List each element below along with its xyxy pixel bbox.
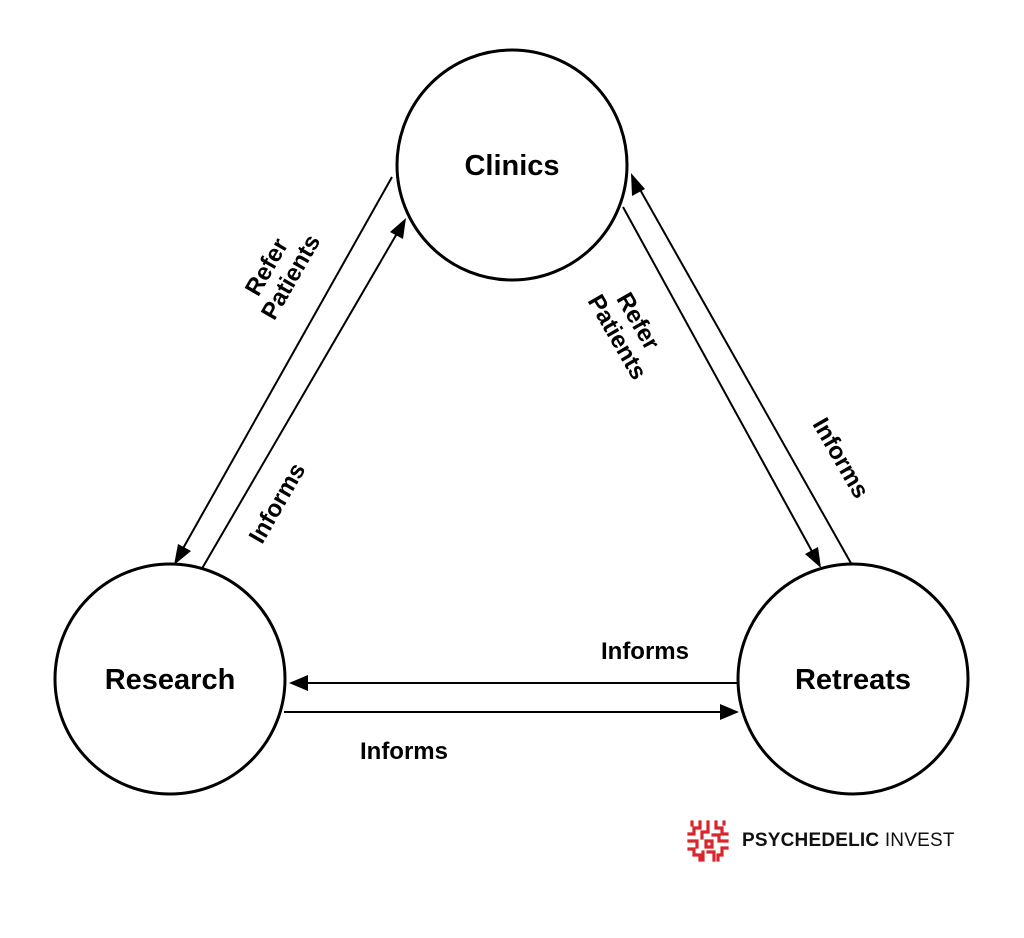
node-label-retreats: Retreats — [795, 664, 911, 696]
node-label-research: Research — [105, 664, 236, 696]
edge-label-refer-patients-left: Refer Patients — [234, 217, 327, 324]
edge-label-informs-bottom: Informs — [360, 738, 448, 765]
edge-clinics-to-retreats — [622, 206, 821, 568]
maze-logo-icon — [687, 820, 729, 862]
node-label-clinics: Clinics — [464, 150, 559, 182]
edge-retreats-to-clinics — [631, 173, 853, 566]
edge-label-informs-top: Informs — [601, 638, 689, 665]
brand-name-bold: PSYCHEDELIC — [742, 830, 880, 851]
node-research: Research — [53, 562, 287, 796]
brand-logo: PSYCHEDELIC INVEST — [686, 818, 955, 864]
edge-label-refer-patients-right: Refer Patients — [582, 277, 675, 384]
edge-retreats-to-research — [289, 675, 738, 691]
edge-research-to-clinics — [199, 218, 406, 573]
node-clinics: Clinics — [395, 48, 629, 282]
node-retreats: Retreats — [736, 562, 970, 796]
edge-clinics-to-research — [174, 176, 393, 565]
edge-label-informs-left: Informs — [244, 458, 311, 548]
brand-name: PSYCHEDELIC INVEST — [742, 830, 955, 852]
edge-research-to-retreats — [284, 704, 739, 720]
brand-name-light: INVEST — [884, 830, 955, 851]
edge-label-informs-right: Informs — [807, 413, 874, 503]
